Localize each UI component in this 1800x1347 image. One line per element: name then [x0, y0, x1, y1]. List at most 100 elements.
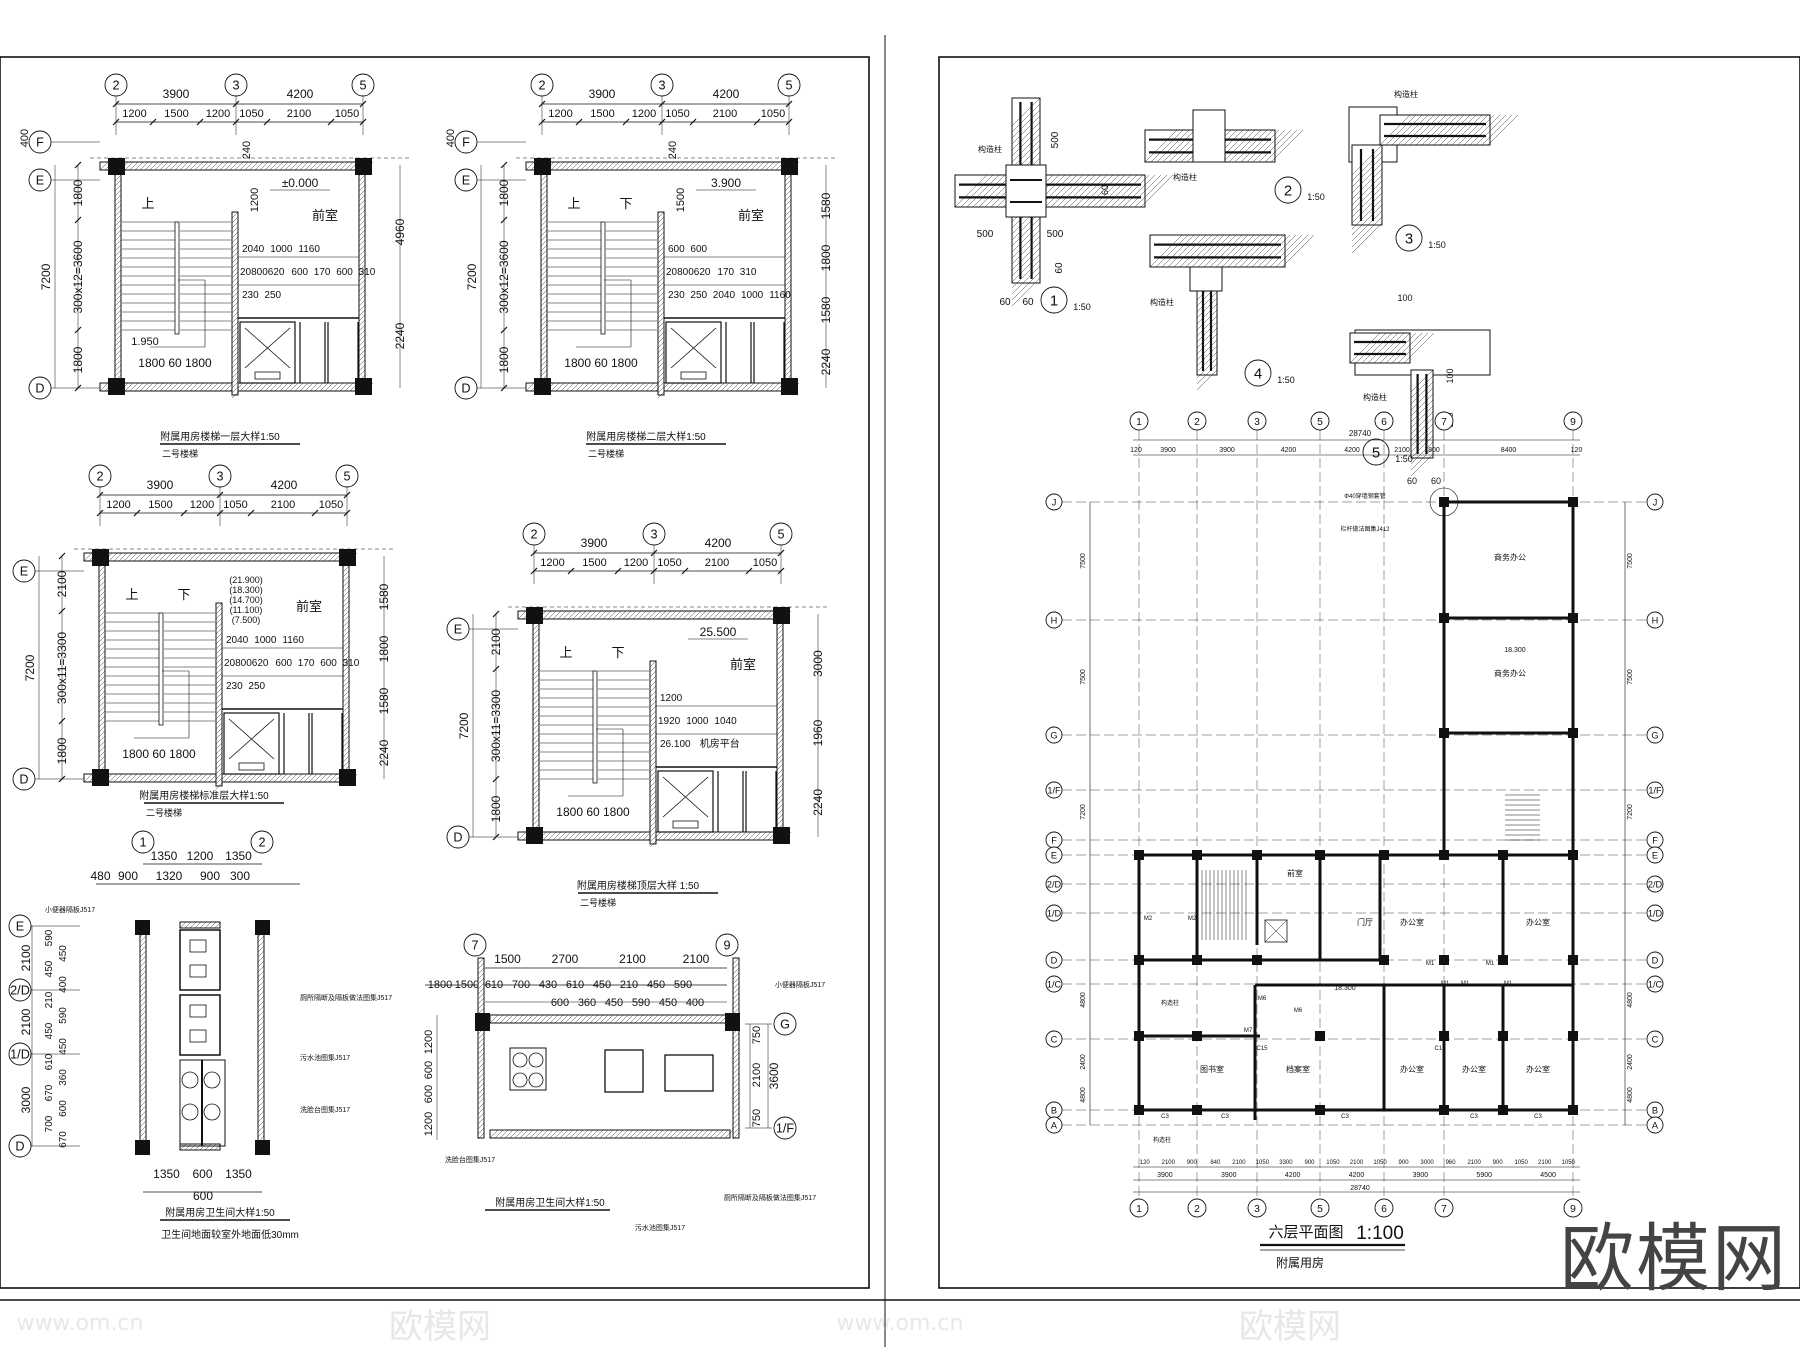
line — [342, 755, 350, 763]
dimension-label: 1200 — [190, 499, 214, 511]
dimension-label: 1800 — [55, 737, 69, 764]
dimension-label: 4800 — [1627, 992, 1634, 1008]
line — [657, 386, 665, 394]
grid-bubble: 1/D — [8, 1042, 32, 1066]
line — [139, 1035, 147, 1043]
grid-circle — [1646, 611, 1664, 629]
dimension-label: 1050 — [1326, 1160, 1340, 1166]
line — [114, 174, 122, 182]
grid-label: 9 — [1570, 417, 1576, 428]
column — [1568, 1031, 1578, 1041]
line — [254, 161, 264, 171]
line — [635, 161, 645, 171]
line — [114, 254, 122, 262]
line — [215, 672, 223, 680]
dimension-label: 250 — [264, 290, 281, 301]
wall — [954, 174, 1146, 208]
line — [358, 224, 366, 232]
line — [649, 740, 657, 748]
line — [74, 326, 82, 334]
line — [342, 725, 350, 733]
grid-label: 7 — [471, 939, 478, 953]
line — [139, 1070, 147, 1078]
line — [257, 1090, 265, 1098]
stair-direction-label: 上 — [141, 196, 154, 211]
line — [569, 1014, 579, 1024]
line — [342, 700, 350, 708]
grid-bubble: 4 — [1244, 359, 1272, 387]
line — [732, 957, 740, 965]
line — [540, 329, 548, 337]
line — [532, 703, 540, 711]
line — [776, 753, 784, 761]
line — [477, 977, 485, 985]
line — [311, 509, 319, 517]
line — [684, 1129, 694, 1139]
column — [1498, 955, 1508, 965]
line — [784, 364, 792, 372]
dimension-label: 4200 — [1344, 447, 1360, 454]
line — [1191, 234, 1225, 268]
dimension-label: 1000 — [254, 635, 277, 646]
grid-bubble: H — [1045, 611, 1063, 629]
dimension-label: 1350 — [225, 849, 252, 863]
dimension-label: 28740 — [1349, 429, 1372, 438]
line — [540, 249, 548, 257]
line — [654, 1129, 664, 1139]
line — [534, 1014, 544, 1024]
line — [358, 314, 366, 322]
line — [139, 1125, 147, 1133]
line — [98, 730, 106, 738]
dimension-label: 1050 — [1373, 1160, 1387, 1166]
line — [657, 226, 665, 234]
line — [215, 627, 223, 635]
level-label: 3.900 — [711, 176, 741, 190]
line — [575, 118, 583, 126]
line — [358, 329, 366, 337]
grid-bubble: E — [8, 914, 32, 938]
grid-label: 2/D — [1648, 879, 1663, 889]
dimension-label: 1350 — [151, 849, 178, 863]
line — [657, 256, 665, 264]
grid-label: D — [1051, 955, 1058, 965]
room-label: 办公室 — [1526, 917, 1550, 927]
line — [149, 161, 159, 171]
line — [139, 1005, 147, 1013]
line — [98, 625, 106, 633]
dimension-label: 1500 — [455, 979, 479, 991]
line — [572, 610, 582, 620]
line — [358, 324, 366, 332]
line — [1463, 114, 1495, 146]
line — [567, 610, 577, 620]
door-tag: M1 — [1486, 961, 1495, 967]
line — [1245, 234, 1279, 268]
line — [1196, 351, 1218, 373]
grid-circle — [1434, 1198, 1454, 1218]
line — [1251, 234, 1285, 268]
line — [98, 715, 106, 723]
dimension-label: 4800 — [1080, 1087, 1087, 1103]
line — [215, 737, 223, 745]
line — [632, 831, 642, 841]
line — [304, 382, 314, 392]
line — [540, 189, 548, 197]
grid-label: 1/C — [1648, 979, 1663, 989]
line — [139, 1000, 147, 1008]
line — [564, 1014, 574, 1024]
dimension-label: 28740 — [1350, 1185, 1370, 1192]
grid-circle — [131, 830, 155, 854]
line — [565, 382, 575, 392]
line — [659, 1014, 669, 1024]
drawing-scale: 1:100 — [1356, 1223, 1404, 1244]
line — [359, 100, 367, 108]
line — [477, 972, 485, 980]
line — [632, 610, 642, 620]
dimension-label: 610 — [44, 1053, 55, 1070]
column — [1134, 850, 1144, 860]
line — [203, 773, 213, 783]
grid-bubble: 2 — [104, 73, 128, 97]
line — [1410, 393, 1434, 417]
callout-label: 构造柱 — [978, 144, 1002, 154]
line — [233, 773, 243, 783]
